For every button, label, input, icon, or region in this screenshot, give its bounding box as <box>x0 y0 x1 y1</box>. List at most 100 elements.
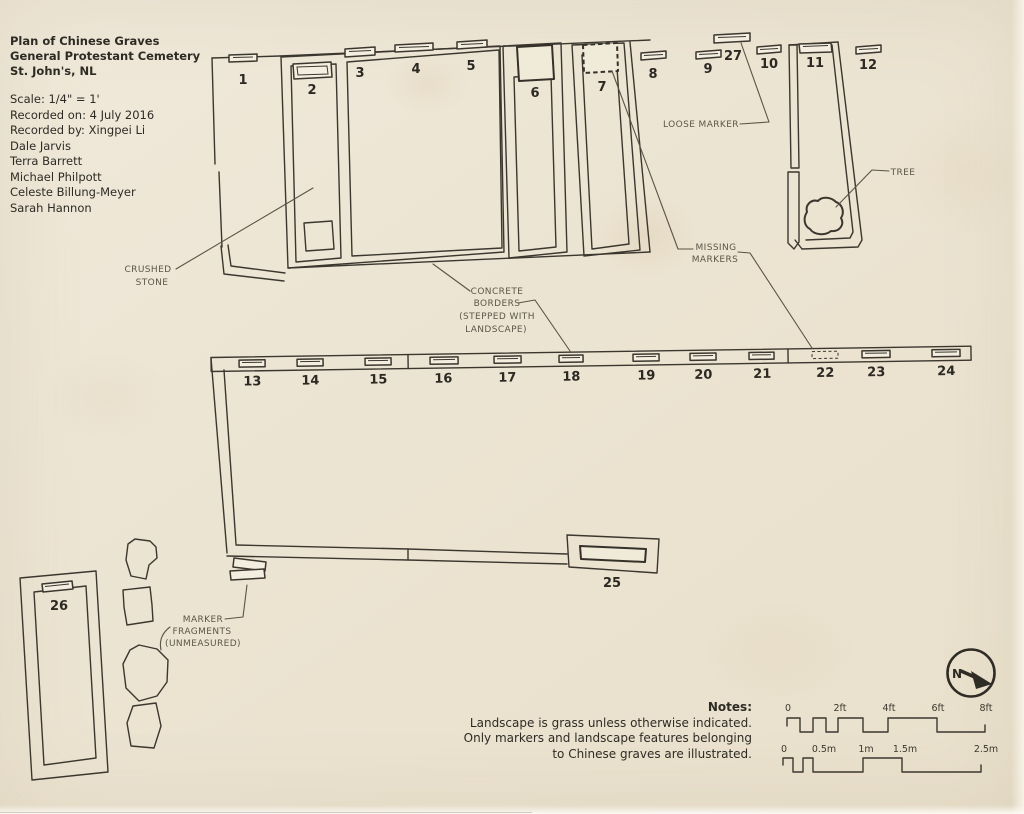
marker-fragments-label: FRAGMENTS <box>172 627 231 637</box>
grave-11-number: 11 <box>806 56 824 71</box>
grave-1-marker-detail <box>232 56 254 58</box>
notes-block: Notes: Landscape is grass unless otherwi… <box>464 700 752 762</box>
grave-26-enclosure <box>19 570 109 781</box>
missing-markers-label: MARKERS <box>692 255 739 265</box>
paper-edge-bottom <box>0 805 1024 814</box>
marker-fragment <box>122 644 169 702</box>
grave-7-missing-marker <box>582 42 619 74</box>
plan-title: Plan of Chinese Graves <box>10 34 160 48</box>
grave-19-number: 19 <box>637 368 655 383</box>
grave-12-number: 12 <box>859 58 877 73</box>
enclosure-left-border <box>210 357 228 554</box>
scale-bar-feet-line <box>786 717 986 733</box>
scale-note: Scale: 1/4" = 1' <box>10 92 100 106</box>
grave-7-number: 7 <box>597 80 606 95</box>
grave-14-marker <box>296 358 324 367</box>
crushed-stone-border <box>220 245 285 282</box>
tree-label: TREE <box>890 168 916 178</box>
grave-11-left-border-lower <box>787 171 800 250</box>
grave-26-plot <box>19 538 169 781</box>
scale-tick-label: 0 <box>781 744 787 755</box>
grave-13-number: 13 <box>243 374 261 389</box>
grave-3-number: 3 <box>355 66 364 81</box>
grave-8-marker-detail <box>643 54 664 56</box>
grave-18-marker <box>558 354 584 364</box>
marker-fragments-leader <box>159 626 171 651</box>
loose-marker-label: LOOSE MARKER <box>663 120 739 130</box>
grave-6-border <box>513 74 557 252</box>
scale-bar-meters: 0 0.5m 1m 1.5m 2.5m <box>781 744 998 773</box>
recorder-name: Terra Barrett <box>10 154 83 168</box>
grave-11-marker <box>798 42 833 54</box>
top-grave-block <box>211 39 651 282</box>
scale-tick-label: 6ft <box>932 703 945 714</box>
grave-10-number: 10 <box>760 57 778 72</box>
scale-tick-label: 0.5m <box>812 744 836 755</box>
grave-13-marker <box>238 358 266 368</box>
grave-3-marker <box>344 46 376 58</box>
grave-2-number: 2 <box>307 83 316 98</box>
scale-tick-label: 1.5m <box>893 744 917 755</box>
grave-27-loose-marker <box>713 32 751 44</box>
grave-20-number: 20 <box>694 368 712 383</box>
marker-fragment <box>126 702 162 749</box>
notes-heading: Notes: <box>707 700 752 714</box>
grave-16-marker <box>429 356 459 366</box>
plan-subtitle: General Protestant Cemetery <box>10 49 201 63</box>
recorder-name: Celeste Billung-Meyer <box>10 185 136 199</box>
scale-tick-label: 2.5m <box>974 744 998 755</box>
grave-11-plot <box>787 41 890 250</box>
grave-10-marker-detail <box>759 48 779 50</box>
grave-2-marker <box>292 61 333 80</box>
enclosure-bottom-inner <box>235 544 568 555</box>
grave-27-marker-detail <box>717 36 747 38</box>
grave-11-left-border-upper <box>788 44 800 169</box>
enclosure-left-inner <box>223 369 237 545</box>
marker-fragment-bar <box>232 557 267 572</box>
grave-24-number: 24 <box>937 364 955 379</box>
grave-1-number: 1 <box>238 73 247 88</box>
grave-12-marker-detail <box>858 48 879 50</box>
missing-markers-label: MISSING <box>695 243 736 253</box>
concrete-borders-label: (STEPPED WITH <box>459 312 535 322</box>
grave-6-number: 6 <box>530 86 539 101</box>
grave-26-marker-detail <box>44 583 70 587</box>
concrete-borders-leader <box>517 299 571 352</box>
grave-6-marker <box>516 44 555 82</box>
grave-11-inner-border <box>805 44 854 241</box>
grave-15-marker <box>364 357 392 366</box>
notes-line: Landscape is grass unless otherwise indi… <box>469 715 752 730</box>
marker-fragment-bar <box>229 568 266 581</box>
grave-3-marker-detail <box>348 50 372 52</box>
scale-tick-label: 1m <box>858 744 873 755</box>
missing-markers-leader <box>611 70 694 250</box>
paper-edge-line <box>0 812 533 813</box>
scale-tick-label: 8ft <box>980 703 993 714</box>
north-label: N <box>952 667 962 681</box>
grave-2-marker-detail <box>296 65 329 76</box>
grave-2-footstone <box>303 220 335 252</box>
marker-row <box>640 32 882 125</box>
grave-26-marker <box>41 580 74 593</box>
marker-fragment <box>125 538 158 580</box>
grave-9-marker-detail <box>698 53 719 55</box>
north-arrow-head <box>971 671 992 689</box>
grave-24-marker <box>931 348 961 358</box>
grave-1-left-edge <box>211 57 216 165</box>
north-arrow: N <box>946 648 996 698</box>
notes-line: to Chinese graves are illustrated. <box>552 746 752 761</box>
grave-15-number: 15 <box>369 372 387 387</box>
concrete-borders-label: CONCRETE <box>471 287 524 297</box>
recorded-on: Recorded on: 4 July 2016 <box>10 107 155 122</box>
grave-7-enclosure <box>571 42 641 257</box>
missing-markers-leader <box>737 251 813 349</box>
crushed-stone-leader <box>175 187 314 270</box>
grave-21-number: 21 <box>753 367 771 382</box>
recorder-name: Sarah Hannon <box>10 200 92 215</box>
grave-14-number: 14 <box>301 373 319 388</box>
lower-enclosure <box>159 357 660 651</box>
grave-17-number: 17 <box>498 370 516 385</box>
grave-25-number: 25 <box>603 576 621 591</box>
grave-1-marker <box>228 53 258 63</box>
grave-17-marker <box>493 355 522 365</box>
